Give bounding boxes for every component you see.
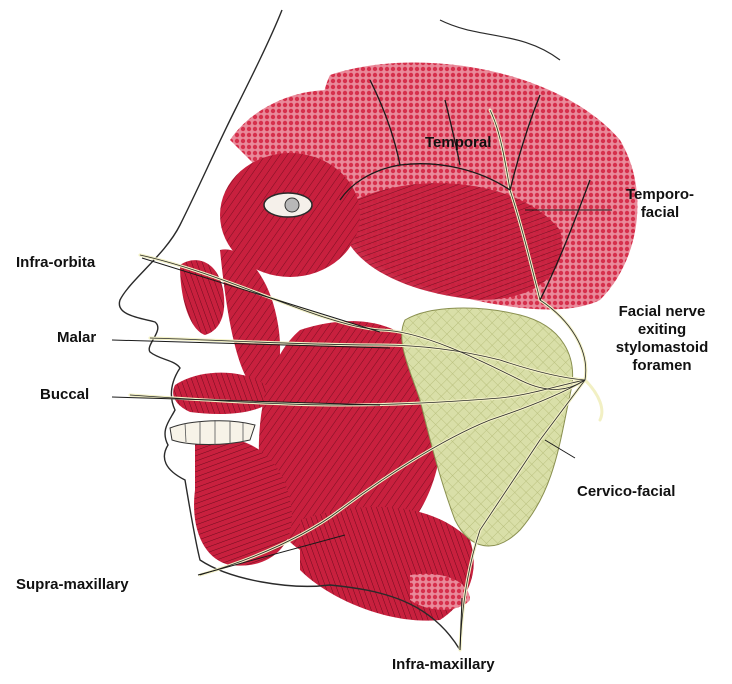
label-facial-nerve-line2: exiting [598, 321, 726, 339]
label-facial-nerve-line1: Facial nerve [598, 303, 726, 321]
label-temporal: Temporal [425, 134, 491, 152]
label-facial-nerve-line3: stylomastoid [598, 339, 726, 357]
label-temporo-facial-line1: Temporo- [615, 186, 705, 204]
ear-outline [440, 20, 560, 60]
label-infra-maxillary: Infra-maxillary [392, 656, 495, 674]
label-facial-nerve-line4: foramen [598, 357, 726, 375]
label-cervico-facial: Cervico-facial [577, 483, 675, 501]
label-facial-nerve-exiting: Facial nerve exiting stylomastoid forame… [598, 303, 726, 375]
temporal-muscle-region [320, 63, 637, 310]
label-temporo-facial-line2: facial [615, 204, 705, 222]
label-buccal: Buccal [40, 386, 89, 404]
label-supra-maxillary: Supra-maxillary [16, 576, 129, 594]
label-infra-orbita: Infra-orbita [16, 254, 95, 272]
label-temporo-facial: Temporo- facial [615, 186, 705, 222]
parotid-gland [402, 308, 573, 546]
teeth [170, 420, 255, 445]
label-malar: Malar [57, 329, 96, 347]
